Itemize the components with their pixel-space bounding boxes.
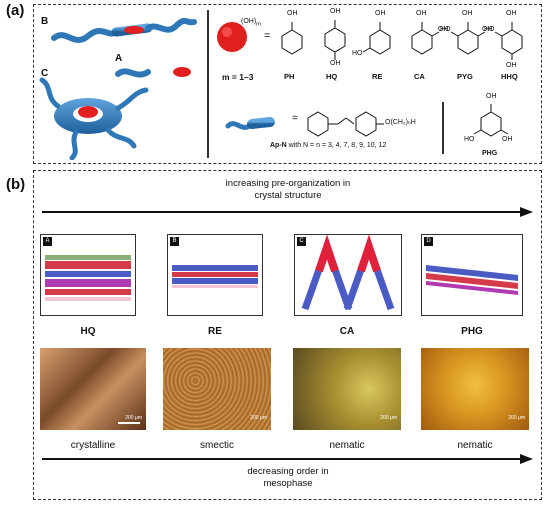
- structure-tag: B: [170, 237, 179, 246]
- scale-label: 200 μm: [380, 415, 397, 421]
- panel-a-divider: [207, 10, 209, 158]
- apn-equals: =: [292, 113, 298, 124]
- hq-oh-bottom: OH: [330, 60, 341, 67]
- bottom-arrow-text-line2: mesophase: [263, 478, 313, 489]
- supramolecular-model-illustration: [39, 17, 197, 160]
- phg-packing-drawing: [426, 265, 518, 295]
- panel-a-label: (a): [6, 2, 25, 19]
- structure-tag: A: [43, 237, 52, 246]
- phg-divider: [442, 102, 444, 154]
- ca-oh-right: OH: [438, 26, 449, 33]
- model-label-b: B: [41, 16, 49, 27]
- panel-b-box: [33, 170, 542, 500]
- structure-box-re: B: [167, 234, 263, 316]
- hydroxyl-core-icon: [217, 22, 247, 52]
- phase-hq: crystalline: [70, 440, 116, 451]
- m-range: m = 1–3: [222, 72, 254, 82]
- compound-hq: HQ: [80, 326, 96, 337]
- top-arrow: [42, 207, 533, 217]
- micrograph-ca: 200 μm: [293, 348, 401, 430]
- phenol-structures: [281, 20, 523, 60]
- panel-a-box: [33, 4, 542, 164]
- top-arrow-text: increasing pre-organization in crystal s…: [138, 178, 438, 202]
- apn-model-icon: [225, 117, 275, 130]
- apn-structure: [307, 111, 384, 137]
- phg-ho: HO: [464, 136, 475, 143]
- phg-label: PHG: [482, 150, 498, 157]
- hhq-oh-top: OH: [506, 10, 517, 17]
- micrograph-re: 200 μm: [163, 348, 271, 430]
- bottom-arrow: [42, 454, 533, 464]
- compound-label-hhq: HHQ: [501, 72, 518, 81]
- micrograph-hq: 200 μm: [40, 348, 146, 430]
- compound-label-hq: HQ: [326, 72, 338, 81]
- bottom-arrow-text: decreasing order in mesophase: [138, 466, 438, 490]
- scale-label: 200 μm: [508, 415, 525, 421]
- top-arrow-text-line2: crystal structure: [254, 190, 322, 201]
- oh-label: (OH)m: [241, 18, 262, 28]
- ca-oh-top: OH: [416, 10, 427, 17]
- compound-re: RE: [208, 326, 222, 337]
- hq-oh-top: OH: [330, 8, 341, 15]
- hq-packing-drawing: [45, 255, 131, 301]
- apn-caption: Ap-N with N = n = 3, 4, 7, 8, 9, 10, 12: [270, 142, 387, 149]
- ca-packing-drawing: [301, 234, 395, 311]
- phg-structure: [473, 104, 509, 137]
- model-label-c: C: [41, 68, 49, 79]
- bottom-arrow-text-line1: decreasing order in: [247, 466, 329, 477]
- ph-oh: OH: [287, 10, 298, 17]
- panel-b-label: (b): [6, 176, 26, 193]
- compound-label-pyg: PYG: [457, 72, 473, 81]
- structure-box-phg: D: [421, 234, 523, 316]
- phase-phg: nematic: [457, 440, 493, 451]
- scale-label: 200 μm: [125, 415, 142, 421]
- structure-box-hq: A: [40, 234, 136, 316]
- phase-ca: nematic: [329, 440, 365, 451]
- pyg-ho: HO: [440, 26, 451, 33]
- hhq-oh-bottom: OH: [506, 62, 517, 69]
- apn-formula: O(CH₂)ₙH: [385, 119, 416, 126]
- compound-label-ph: PH: [284, 72, 295, 81]
- compound-phg: PHG: [461, 326, 483, 337]
- compound-ca: CA: [339, 326, 355, 337]
- pyg-oh-top: OH: [462, 10, 473, 17]
- re-packing-drawing: [172, 265, 258, 288]
- re-oh-top: OH: [375, 10, 386, 17]
- phase-re: smectic: [200, 440, 234, 451]
- compound-label-ca: CA: [414, 72, 425, 81]
- scale-bar: [118, 422, 140, 424]
- structure-box-ca: C: [294, 234, 402, 316]
- phg-oh-top: OH: [486, 93, 497, 100]
- micrograph-phg: 200 μm: [421, 348, 529, 430]
- equals-sign: =: [264, 30, 271, 42]
- structure-tag: D: [424, 237, 433, 246]
- model-label-a: A: [115, 53, 123, 64]
- pyg-oh-right: OH: [482, 26, 493, 33]
- top-arrow-text-line1: increasing pre-organization in: [225, 178, 351, 189]
- compound-label-re: RE: [372, 72, 383, 81]
- scale-label: 200 μm: [250, 415, 267, 421]
- re-ho: HO: [352, 50, 363, 57]
- phg-oh-right: OH: [502, 136, 513, 143]
- structure-tag: C: [297, 237, 306, 246]
- hhq-ho: HO: [484, 26, 495, 33]
